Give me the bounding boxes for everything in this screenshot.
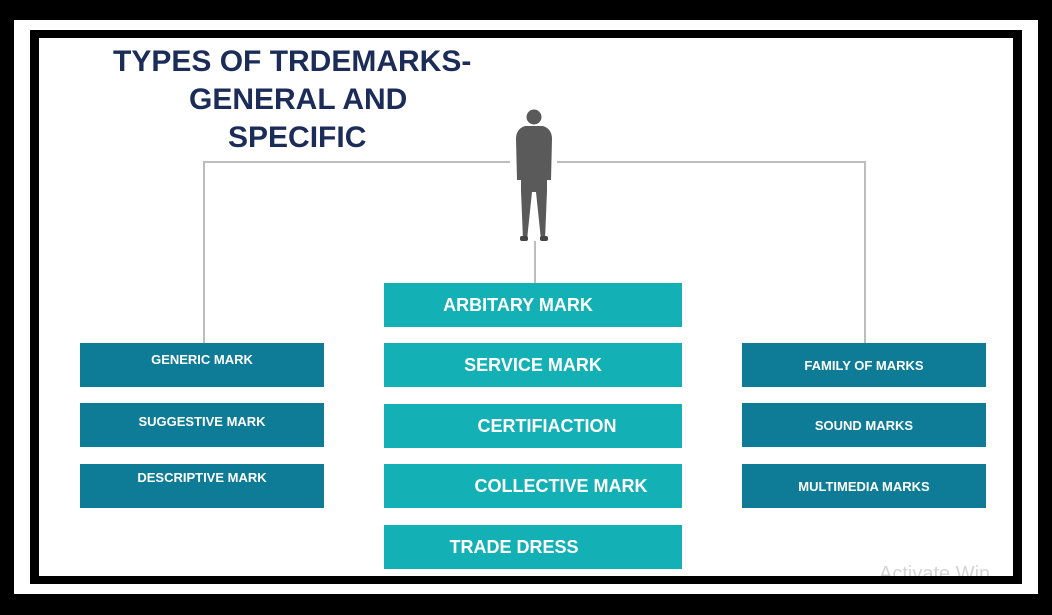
- box-trade-dress: TRADE DRESS: [384, 525, 682, 569]
- connector-right-drop: [864, 161, 866, 343]
- box-sound-marks: SOUND MARKS: [742, 403, 986, 447]
- box-generic-mark: GENERIC MARK: [80, 343, 324, 387]
- box-suggestive-mark: SUGGESTIVE MARK: [80, 403, 324, 447]
- box-family-of-marks: FAMILY OF MARKS: [742, 343, 986, 387]
- box-service-mark: SERVICE MARK: [384, 343, 682, 387]
- connector-top-left: [203, 161, 510, 163]
- title-line-1: TYPES OF TRDEMARKS-: [113, 45, 472, 78]
- connector-top-right: [557, 161, 865, 163]
- title-line-3: SPECIFIC: [228, 121, 367, 154]
- box-descriptive-mark: DESCRIPTIVE MARK: [80, 464, 324, 508]
- slide: TYPES OF TRDEMARKS- GENERAL AND SPECIFIC…: [39, 38, 1013, 576]
- activation-watermark: Activate Win: [879, 563, 991, 576]
- connector-left-drop: [203, 161, 205, 343]
- box-certifiaction: CERTIFIACTION: [384, 404, 682, 448]
- connector-center-drop: [534, 241, 536, 283]
- box-arbitary-mark: ARBITARY MARK: [384, 283, 682, 327]
- box-multimedia-marks: MULTIMEDIA MARKS: [742, 464, 986, 508]
- box-collective-mark: COLLECTIVE MARK: [384, 464, 682, 508]
- title-line-2: GENERAL AND: [189, 83, 408, 116]
- person-silhouette-icon: [516, 109, 552, 241]
